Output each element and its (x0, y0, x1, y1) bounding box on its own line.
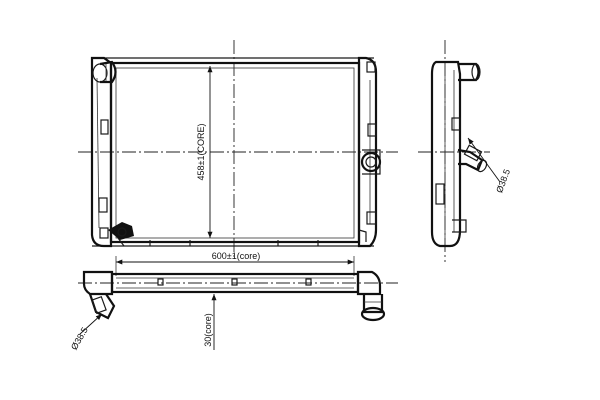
front-view: 458±1(CORE) (78, 40, 398, 260)
right-bracket-upper (367, 123, 377, 137)
left-bracket-bottom (99, 227, 109, 239)
right-bracket-lower (366, 211, 377, 225)
upper-left-inlet-pipe (92, 60, 117, 84)
bottom-left-tank (82, 270, 114, 296)
radiator-core-outline (109, 61, 361, 244)
right-outlet-pipe (360, 149, 382, 175)
bottom-right-outlet (360, 294, 386, 322)
bottom-right-tank (356, 270, 382, 296)
bottom-core-studs (157, 278, 312, 286)
drain-fitting (108, 222, 134, 247)
bottom-core-marks (149, 240, 319, 246)
side-top-inlet (458, 62, 481, 82)
left-bracket-lower (98, 197, 108, 213)
radiator-core-inner (115, 67, 355, 239)
side-tank-outline (430, 60, 462, 248)
bottom-diameter-label: Ø38.5 (69, 325, 90, 351)
left-tank (90, 56, 113, 248)
side-clip-upper (451, 117, 461, 131)
bottom-view: 600±1(core) 30(core) Ø38.5 (69, 251, 398, 352)
right-tank (357, 56, 378, 248)
width-dimension-label: 600±1(core) (212, 251, 260, 261)
side-diameter-label: Ø38.5 (494, 168, 512, 194)
right-top-clip (366, 61, 376, 73)
bottom-diameter-leader (79, 313, 103, 335)
side-diameter-leader (467, 137, 501, 183)
side-bottom-fitting (452, 219, 467, 233)
left-bracket-upper (100, 119, 109, 135)
side-clip-lower (435, 183, 445, 205)
height-dimension-label: 458±1(CORE) (196, 124, 206, 181)
thickness-dimension-label: 30(core) (203, 313, 213, 347)
right-lower-stub (358, 229, 367, 242)
bottom-left-pipe (88, 293, 116, 320)
side-view: Ø38.5 (418, 40, 512, 262)
